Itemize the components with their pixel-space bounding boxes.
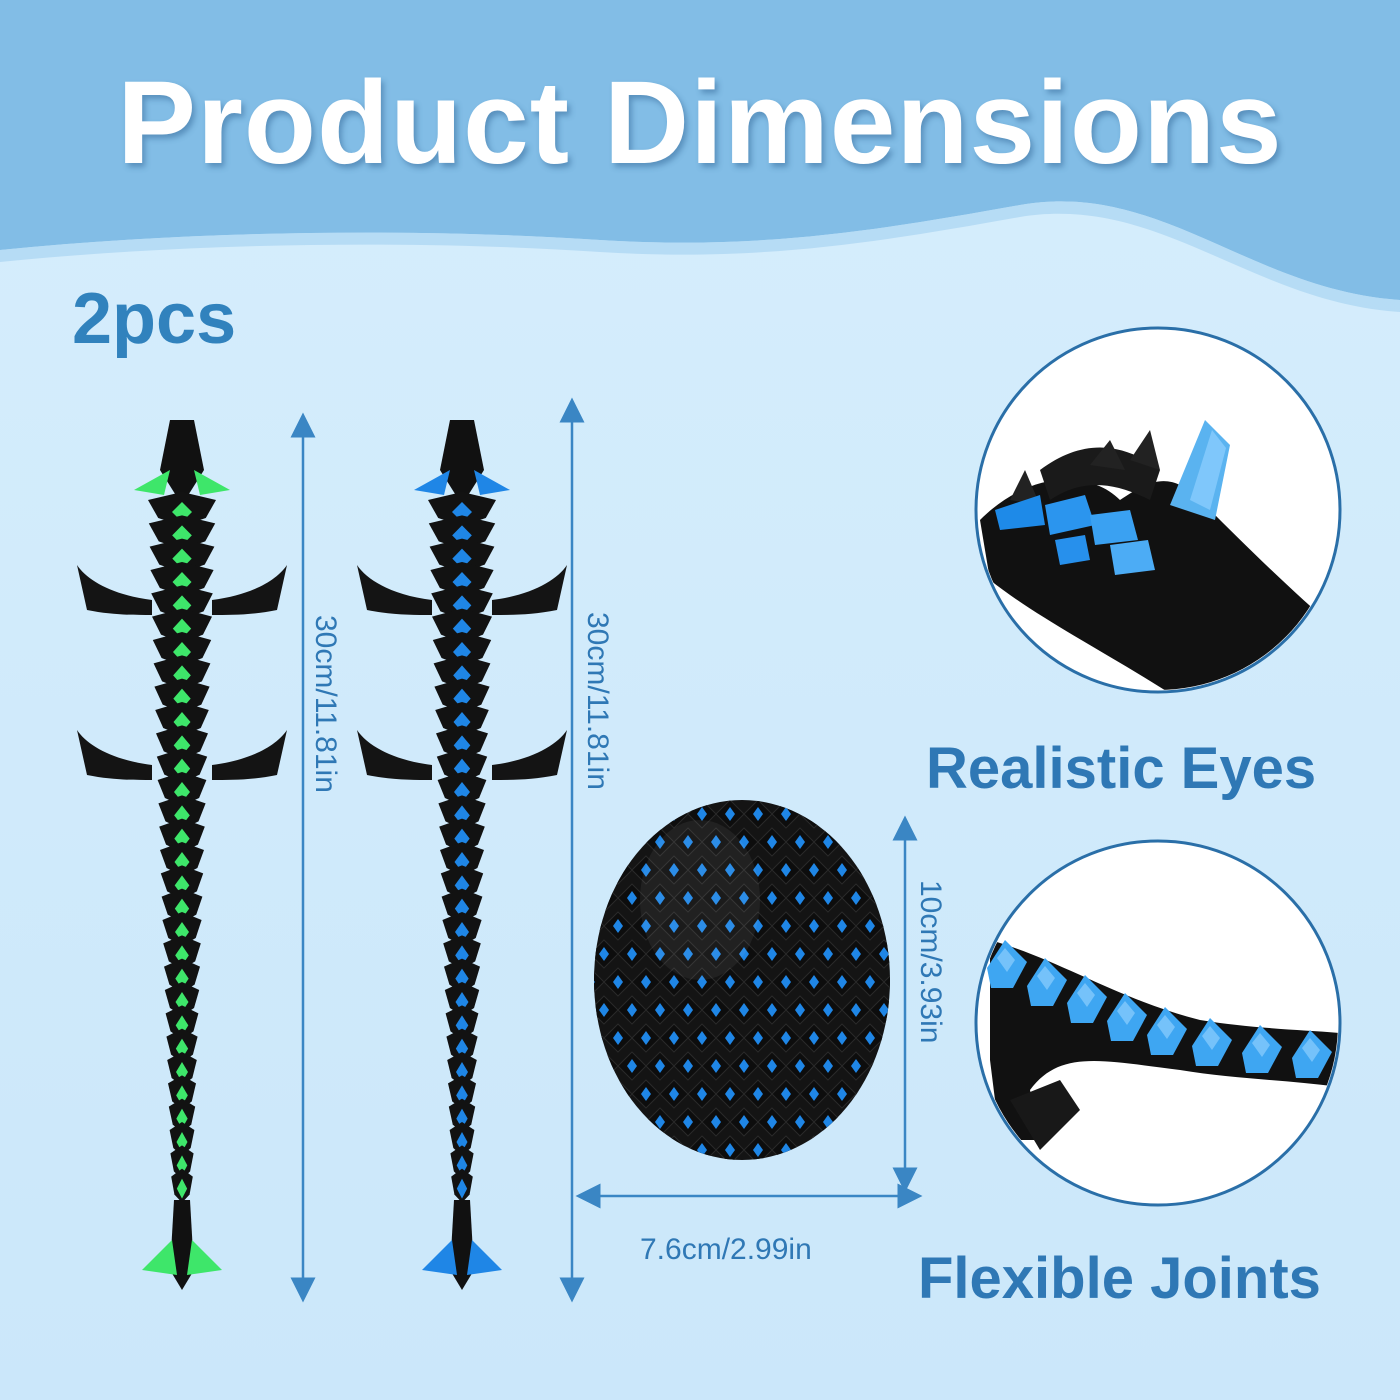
blue-dragon-length-label: 30cm/11.81in	[581, 612, 614, 790]
green-dragon-length-label: 30cm/11.81in	[309, 615, 342, 793]
quantity-label: 2pcs	[72, 279, 237, 359]
feature-realistic-eyes: Realistic Eyes	[926, 736, 1317, 801]
feature-flexible-joints: Flexible Joints	[918, 1246, 1321, 1311]
eyes-detail-circle	[974, 326, 1342, 694]
joints-detail-circle	[974, 839, 1342, 1207]
header-banner	[0, 0, 1400, 300]
page-title: Product Dimensions	[117, 57, 1283, 189]
dragon-egg-image	[594, 800, 890, 1160]
egg-height-label: 10cm/3.93in	[914, 880, 947, 1044]
egg-width-label: 7.6cm/2.99in	[640, 1233, 812, 1266]
blue-dragon-image	[357, 420, 567, 1290]
green-dragon-image	[77, 420, 287, 1290]
